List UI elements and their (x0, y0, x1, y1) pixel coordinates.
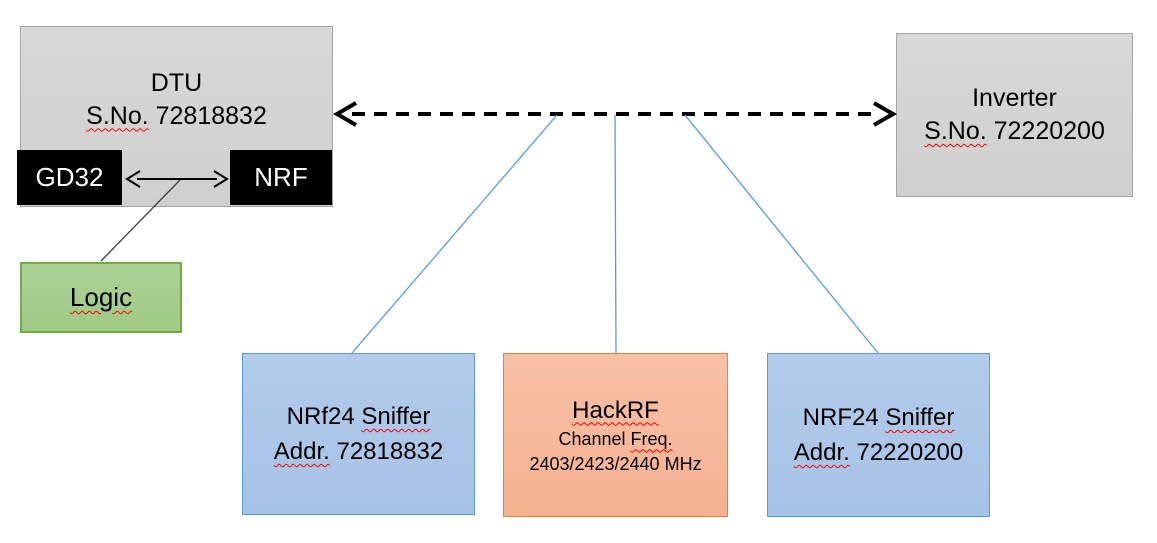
hackrf-subtitle-word: Channel (558, 428, 626, 449)
sniffer-left-addr-number: 72818832 (336, 438, 444, 465)
inverter-serial-number: 72220200 (993, 117, 1105, 145)
hackrf-freq-word: Freq. (630, 428, 673, 449)
sniffer-right-device: NRF24 (802, 404, 879, 431)
sniffer-left-role: Sniffer (361, 403, 431, 430)
sniffer-right-box: NRF24 Sniffer Addr. 72220200 (767, 353, 990, 517)
tap-line-hackrf (614, 114, 617, 354)
sniffer-right-role: Sniffer (885, 404, 955, 431)
sniffer-right-addr-number: 72220200 (856, 439, 964, 466)
inverter-box: Inverter S.No. 72220200 (896, 33, 1133, 197)
inverter-serial-line: S.No. 72220200 (924, 115, 1105, 148)
sniffer-left-addr-label: Addr. (273, 438, 330, 465)
rf-link-arrowhead-left-icon (333, 101, 358, 127)
sniffer-right-addr-label: Addr. (793, 439, 850, 466)
inverter-title: Inverter (972, 84, 1057, 112)
sniffer-left-addr-line: Addr. 72818832 (274, 434, 444, 469)
hackrf-frequencies: 2403/2423/2440 MHz (529, 453, 702, 474)
dtu-serial-line: S.No. 72818832 (86, 100, 267, 133)
logic-label: Logic (69, 282, 133, 312)
gd32-label: GD32 (35, 162, 104, 192)
sniffer-right-addr-line: Addr. 72220200 (794, 435, 964, 470)
tap-line-sniffer-left (351, 114, 558, 354)
nrf-chip: NRF (230, 150, 332, 205)
dtu-serial-number: 72818832 (155, 101, 267, 130)
hackrf-subtitle: Channel Freq. (558, 427, 672, 452)
sniffer-left-title: NRf24 Sniffer (287, 399, 431, 434)
inverter-serial-label: S.No. (924, 117, 987, 145)
hackrf-box: HackRF Channel Freq. 2403/2423/2440 MHz (503, 353, 728, 517)
dtu-serial-label: S.No. (86, 101, 149, 130)
gd32-chip: GD32 (17, 150, 122, 205)
tap-line-sniffer-right (684, 114, 879, 354)
rf-link-arrowhead-right-icon (872, 101, 897, 127)
nrf-label: NRF (254, 162, 308, 192)
sniffer-right-title: NRF24 Sniffer (803, 400, 955, 435)
dtu-title: DTU (150, 68, 203, 97)
hackrf-title-text: HackRF (572, 396, 659, 424)
sniffer-left-device: NRf24 (286, 403, 355, 430)
sniffer-left-box: NRf24 Sniffer Addr. 72818832 (242, 353, 475, 515)
hackrf-title: HackRF (572, 394, 659, 427)
logic-box: Logic (20, 262, 182, 333)
